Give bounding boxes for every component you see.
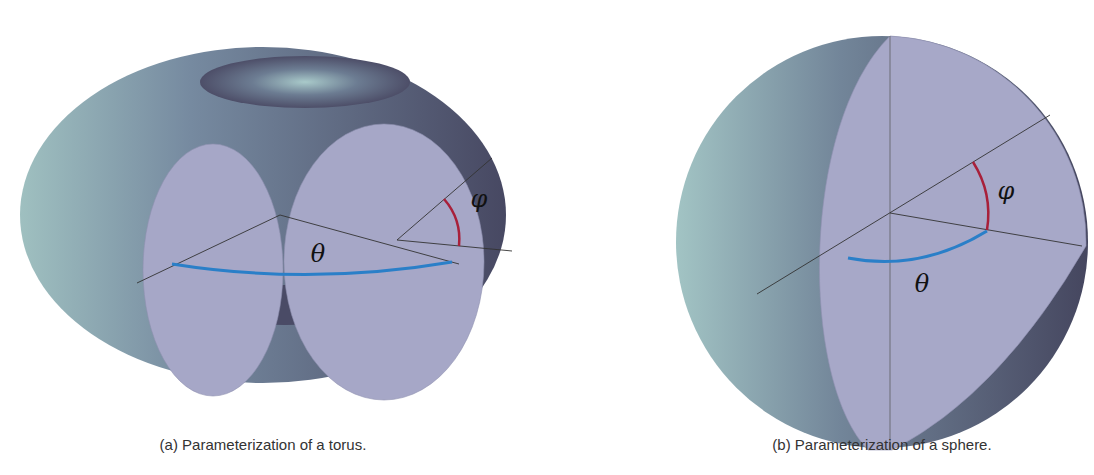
axis-line [280,215,459,264]
axis-line [890,36,891,450]
phi-arc [973,162,988,230]
angle-label: θ [311,242,325,266]
subfigure-caption: (b) Parameterization of a sphere. [772,437,991,452]
torus-hole [200,56,410,108]
angle-label: φ [471,187,488,211]
axis-line [757,115,1050,294]
angle-label: φ [998,179,1015,203]
radius-line [397,240,512,251]
torus [20,47,512,400]
angle-label: θ [915,272,929,296]
theta-arc [848,231,987,262]
subfigure-caption: (a) Parameterization of a torus. [160,437,367,452]
phi-arc [444,199,459,246]
sphere-section [819,36,1086,450]
sphere [676,36,1088,450]
torus-section [284,124,484,400]
